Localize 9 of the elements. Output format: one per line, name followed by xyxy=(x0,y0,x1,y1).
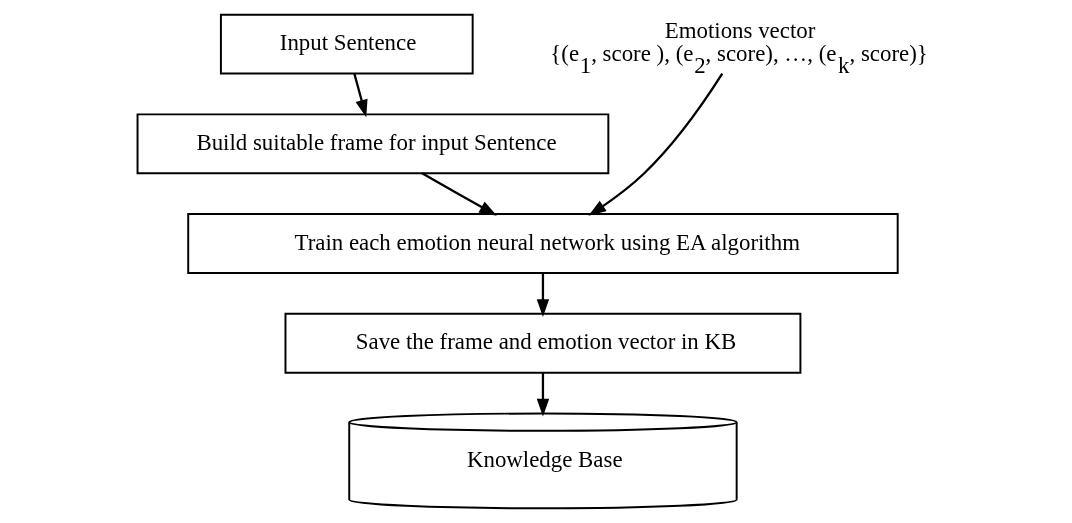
arrow xyxy=(588,73,724,216)
node-box: Input Sentence xyxy=(219,13,474,75)
arrow xyxy=(421,172,497,216)
node-box: Save the frame and emotion vector in KB xyxy=(284,312,802,374)
node-box: Train each emotion neural network using EA algorithm xyxy=(187,213,899,274)
arrow xyxy=(353,73,368,118)
arrow xyxy=(536,273,550,317)
arrow xyxy=(536,373,550,417)
node-box: Build suitable frame for input Sentence xyxy=(136,113,610,175)
